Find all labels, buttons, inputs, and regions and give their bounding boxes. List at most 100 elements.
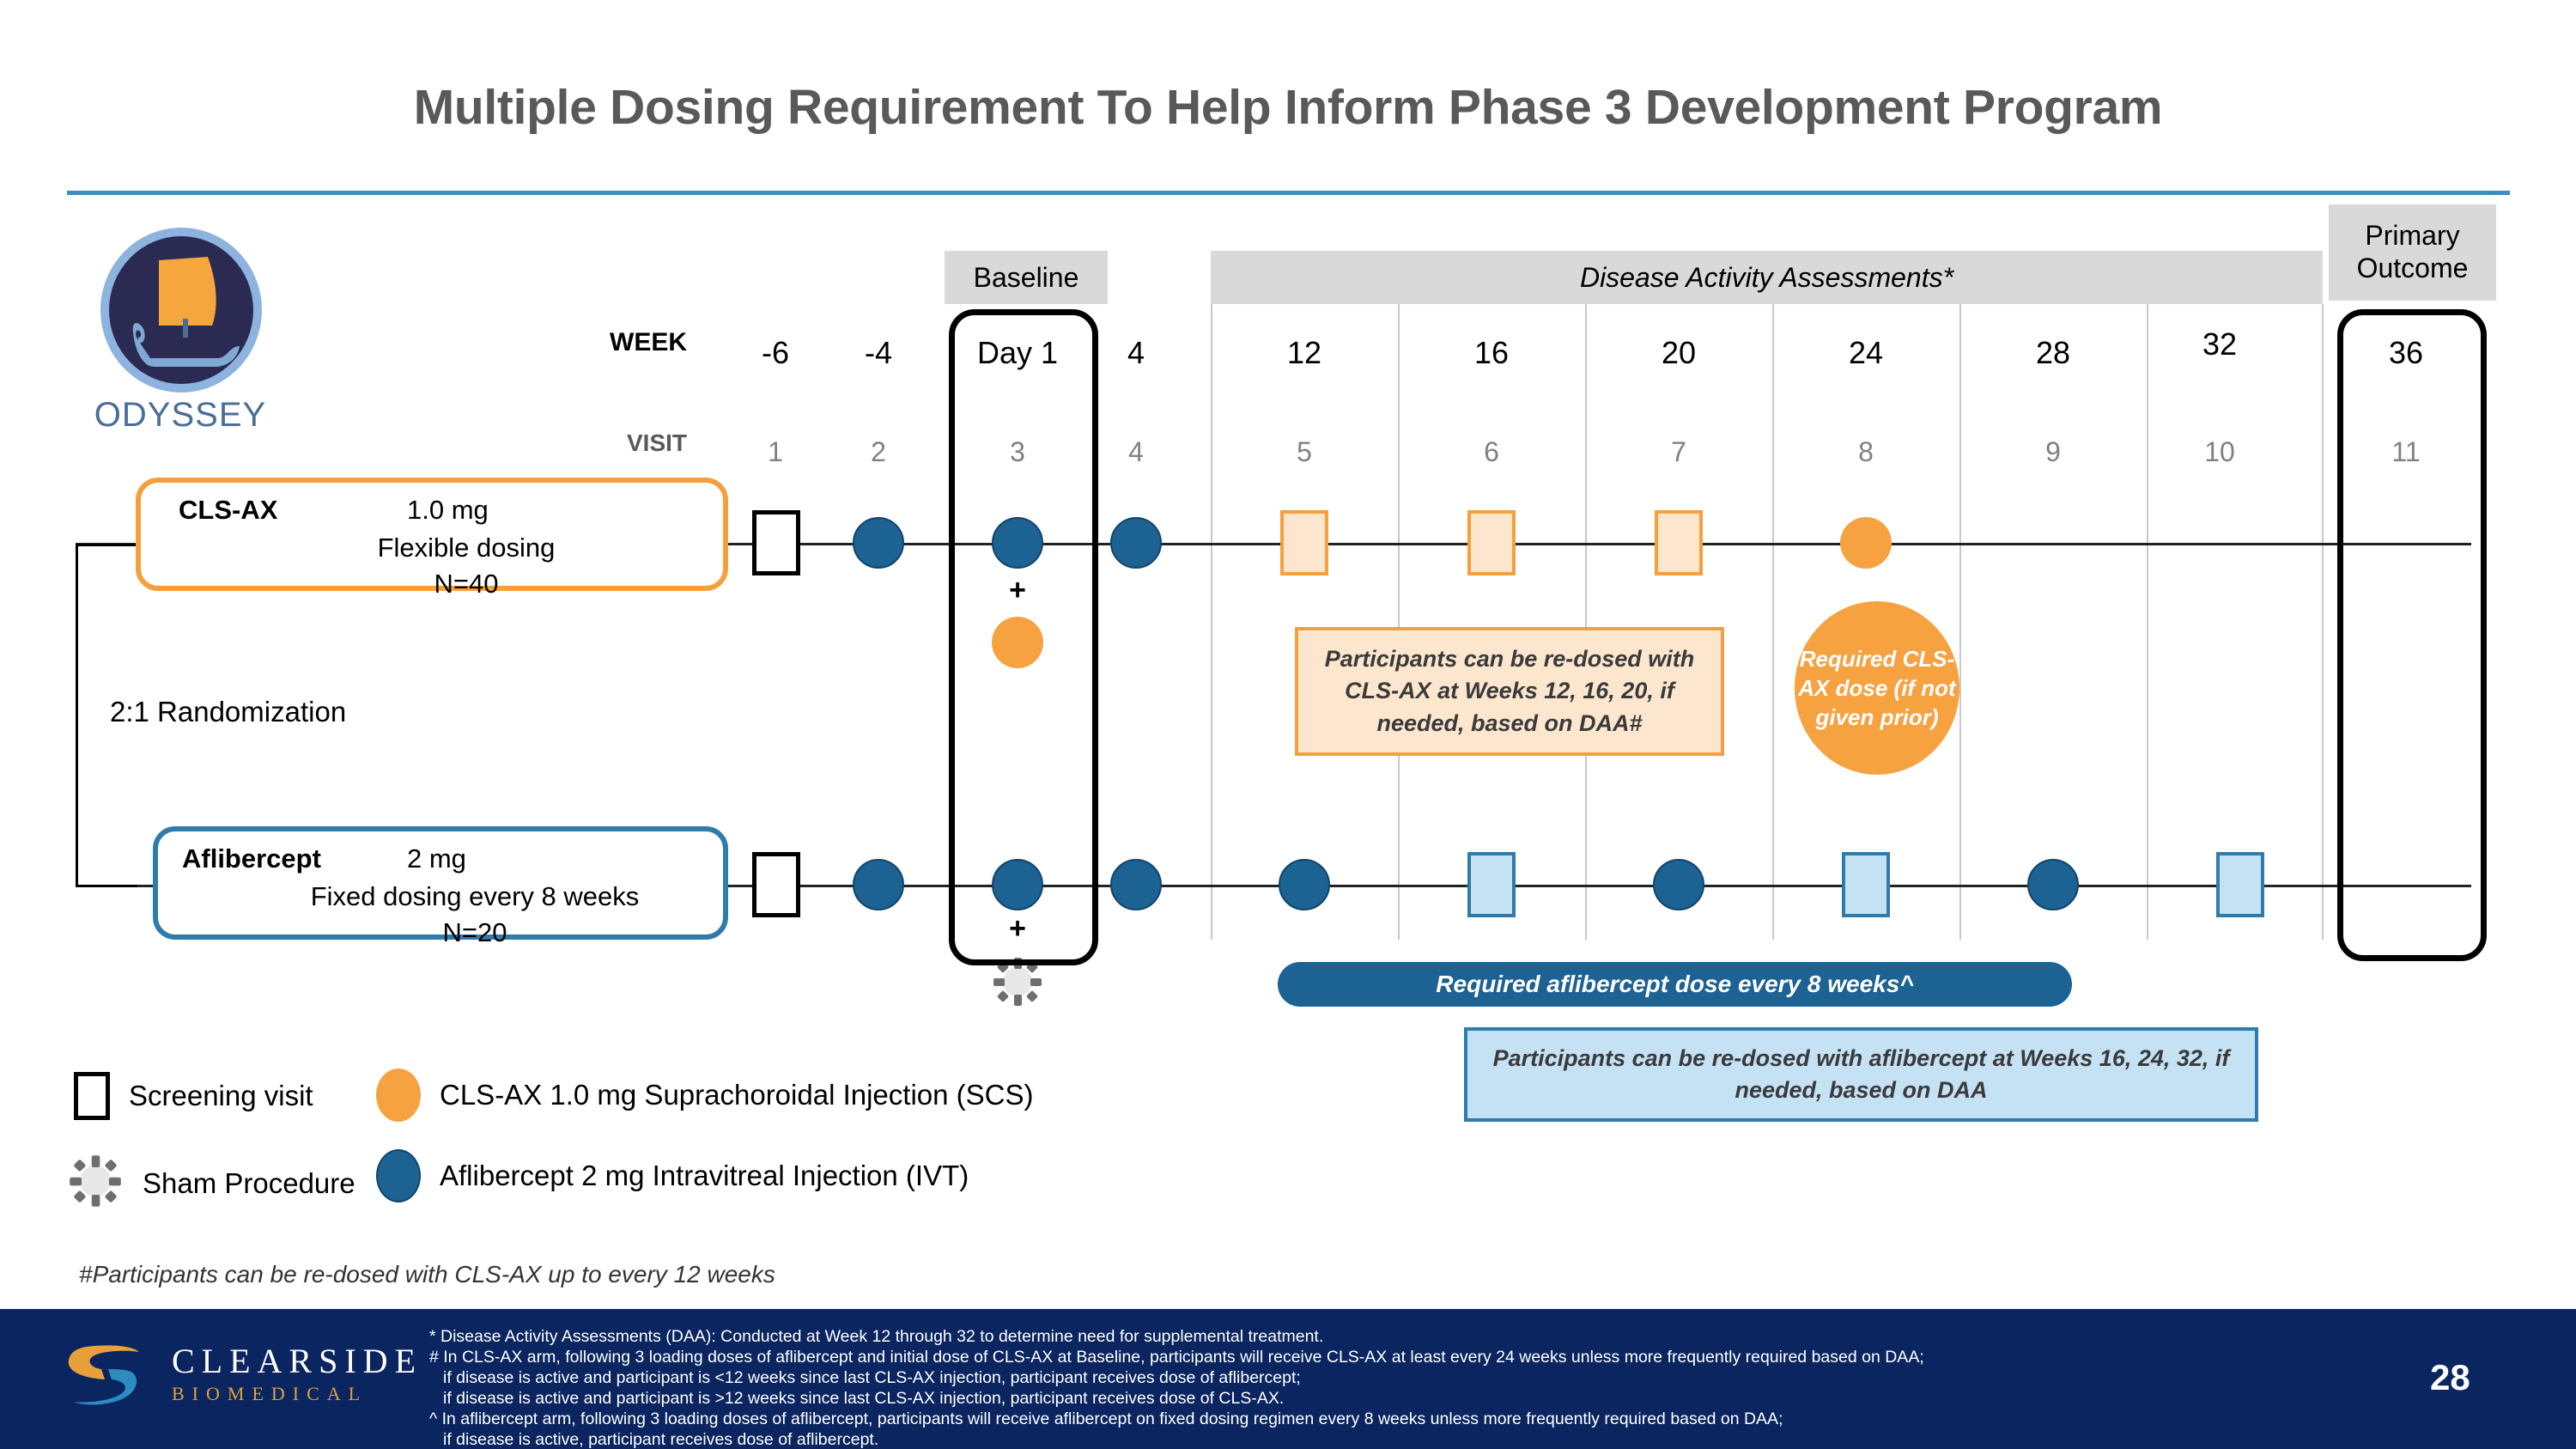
grid-line [2147,304,2148,940]
footnote-caret-line2: if disease is active, participant receiv… [443,1430,879,1449]
cls-ax-screening-visit-marker [752,510,800,575]
aflibercept-screening-visit-marker [752,852,800,917]
visit-row-label: VISIT [626,429,687,456]
aflibercept-timeline-rail [76,885,2471,887]
aflibercept-arm-name: Aflibercept [182,843,321,874]
randomization-bracket [76,544,78,887]
grid-line [2322,304,2324,940]
visit-value-5: 6 [1484,436,1499,467]
cls-ax-arm-dose: 1.0 mg [407,495,489,525]
cls-ax-arm-n: N=40 [434,569,499,599]
randomization-label: 2:1 Randomization [110,696,347,728]
grid-line [1959,304,1961,940]
aflibercept-redose-callout: Participants can be re-dosed with aflibe… [1464,1027,2258,1122]
clearside-name: CLEARSIDE [172,1342,422,1380]
screening-box-icon [74,1072,110,1120]
visit-value-0: 1 [768,436,783,467]
blue-circle-icon [376,1149,421,1202]
cls-ax-timeline-rail [76,543,2471,545]
cls-ax-marker-week4-aflibercept [1110,517,1162,569]
primary-outcome-line1: Primary [2365,220,2460,252]
aflibercept-plus-symbol: + [1009,912,1026,945]
footnote-asterisk: * Disease Activity Assessments (DAA): Co… [429,1327,1324,1346]
cls-ax-marker-week16-optional [1467,510,1516,575]
title-divider [67,191,2510,195]
week-value-7: 24 [1848,335,1884,370]
primary-outcome-header: Primary Outcome [2329,204,2496,301]
week-value-4: 12 [1286,335,1322,370]
primary-outcome-capsule-outline [2337,309,2487,961]
footnote-hash-line1: # In CLS-AX arm, following 3 loading dos… [429,1348,1924,1367]
odyssey-wordmark: ODYSSEY [94,396,267,434]
week-value-1: -4 [864,335,892,370]
legend-item-aflibercept: Aflibercept 2 mg Intravitreal Injection … [376,1149,969,1202]
week-value-6: 20 [1661,335,1697,370]
cls-ax-redose-callout: Participants can be re-dosed with CLS-AX… [1295,627,1724,756]
aflibercept-marker-week32-optional [2216,852,2264,917]
baseline-header: Baseline [945,251,1108,304]
week-value-0: -6 [761,335,789,370]
aflibercept-marker-day1 [992,859,1043,910]
required-cls-ax-dose-callout: Required CLS-AX dose (if not given prior… [1795,601,1959,775]
week-value-10: 36 [2388,335,2424,370]
cls-ax-marker-week-minus4-aflibercept [853,517,904,569]
visit-value-9: 10 [2204,436,2235,467]
footnote-hash-line2: if disease is active and participant is … [443,1368,1301,1387]
cls-ax-arm-dosing: Flexible dosing [377,533,556,563]
cls-ax-marker-week12-optional [1280,510,1328,575]
odyssey-ship-icon [100,228,262,393]
grid-line [1772,304,1774,940]
randomization-bracket-top [76,544,137,546]
randomization-bracket-bottom [76,885,137,887]
visit-value-2: 3 [1010,436,1025,467]
week-value-3: 4 [1127,335,1145,370]
legend-item-screening: Screening visit [74,1072,313,1120]
visit-value-6: 7 [1671,436,1686,467]
clearside-subtitle: BIOMEDICAL [172,1383,368,1404]
aflibercept-arm-dose: 2 mg [407,843,466,874]
visit-value-1: 2 [871,436,886,467]
footnote-caret-line1: ^ In aflibercept arm, following 3 loadin… [429,1409,1783,1428]
week-value-2: Day 1 [976,335,1059,370]
week-row-label: WEEK [610,328,687,356]
sham-gear-icon [67,1153,124,1214]
grid-line [1585,304,1587,940]
visit-value-8: 9 [2045,436,2061,467]
hash-footnote: #Participants can be re-dosed with CLS-A… [79,1261,775,1288]
aflibercept-arm-box: Aflibercept 2 mg Fixed dosing every 8 we… [153,826,728,947]
visit-value-7: 8 [1858,436,1874,467]
aflibercept-marker-week16-optional [1467,852,1516,917]
visit-value-3: 4 [1128,436,1144,467]
aflibercept-marker-week12 [1279,859,1330,910]
aflibercept-marker-week-minus4 [853,859,904,910]
legend-label-cls-ax: CLS-AX 1.0 mg Suprachoroidal Injection (… [440,1079,1034,1111]
footnote-hash-line3: if disease is active and participant is … [443,1389,1285,1408]
clearside-s-icon [68,1345,139,1405]
cls-ax-marker-day1-clsax [992,617,1043,668]
page-number: 28 [2430,1357,2470,1397]
clearside-logo: CLEARSIDE BIOMEDICAL [60,1340,421,1417]
week-value-5: 16 [1473,335,1510,370]
disease-activity-header: Disease Activity Assessments* [1211,251,2323,304]
legend-item-sham: Sham Procedure [67,1153,355,1214]
aflibercept-marker-week24-optional [1842,852,1890,917]
primary-outcome-line2: Outcome [2356,253,2469,283]
cls-ax-marker-week20-optional [1655,510,1703,575]
cls-ax-arm-box: CLS-AX 1.0 mg Flexible dosing N=40 [136,478,728,599]
cls-ax-marker-week24-required [1840,517,1892,569]
week-value-8: 28 [2035,335,2071,370]
grid-line [1211,304,1212,940]
orange-circle-icon [376,1068,421,1122]
aflibercept-required-dose-banner: Required aflibercept dose every 8 weeks^ [1278,962,2072,1007]
aflibercept-marker-week28 [2027,859,2079,910]
odyssey-logo: ODYSSEY [82,228,279,438]
legend-item-cls-ax: CLS-AX 1.0 mg Suprachoroidal Injection (… [376,1068,1034,1122]
cls-ax-plus-symbol: + [1009,574,1026,606]
baseline-capsule-outline [949,309,1098,965]
aflibercept-arm-dosing: Fixed dosing every 8 weeks [310,881,640,911]
visit-value-4: 5 [1297,436,1312,467]
legend-label-sham: Sham Procedure [143,1166,355,1199]
aflibercept-marker-week4 [1110,859,1162,910]
aflibercept-marker-week20 [1653,859,1704,910]
grid-line [1398,304,1400,940]
